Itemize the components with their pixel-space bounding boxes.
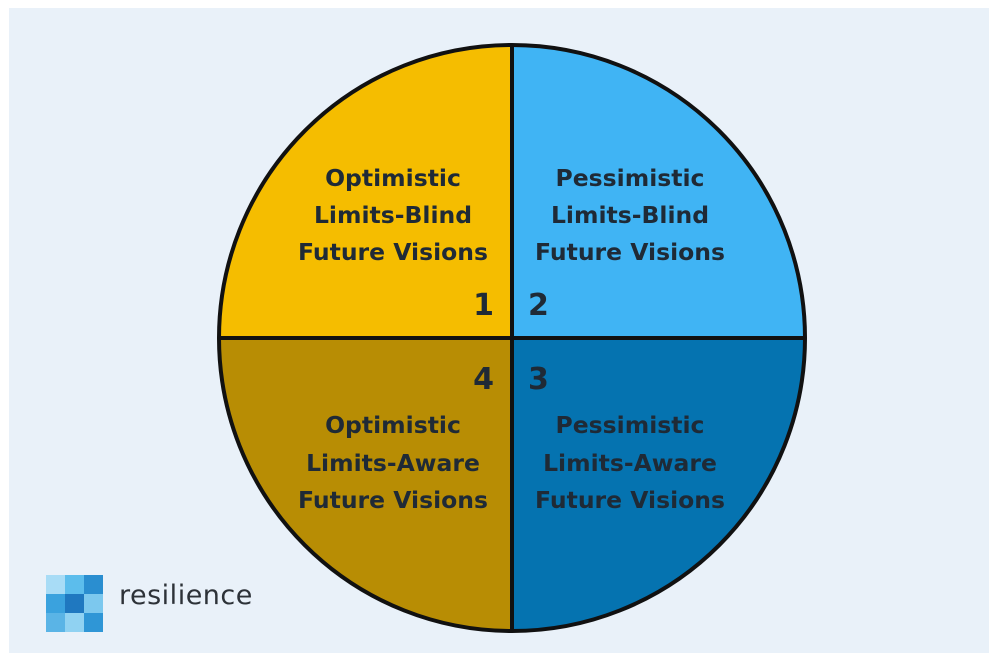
quadrant-2-line-3: Future Visions [535, 238, 725, 266]
quadrant-1-line-2: Limits-Blind [314, 201, 472, 229]
quadrant-1-number: 1 [473, 288, 494, 323]
quadrant-3-line-1: Pessimistic [556, 411, 705, 439]
quadrant-4-line-3: Future Visions [298, 486, 488, 514]
resilience-logo-icon [46, 575, 103, 632]
brand-name: resilience [119, 580, 253, 611]
quadrant-3-line-2: Limits-Aware [543, 449, 717, 477]
quadrant-4-line-1: Optimistic [325, 411, 461, 439]
quadrant-2-wedge [512, 45, 805, 338]
quadrant-2-number: 2 [528, 288, 549, 323]
quadrant-4-number: 4 [473, 362, 494, 397]
quadrant-3-wedge [512, 338, 805, 631]
quadrant-3-line-3: Future Visions [535, 486, 725, 514]
quadrant-1-line-1: Optimistic [325, 164, 461, 192]
quadrant-1-line-3: Future Visions [298, 238, 488, 266]
quadrant-4-line-2: Limits-Aware [306, 449, 480, 477]
quadrant-2-line-2: Limits-Blind [551, 201, 709, 229]
quadrant-1-wedge [219, 45, 512, 338]
quadrant-4-wedge [219, 338, 512, 631]
quadrant-3-number: 3 [528, 362, 549, 397]
quadrant-2-line-1: Pessimistic [556, 164, 705, 192]
